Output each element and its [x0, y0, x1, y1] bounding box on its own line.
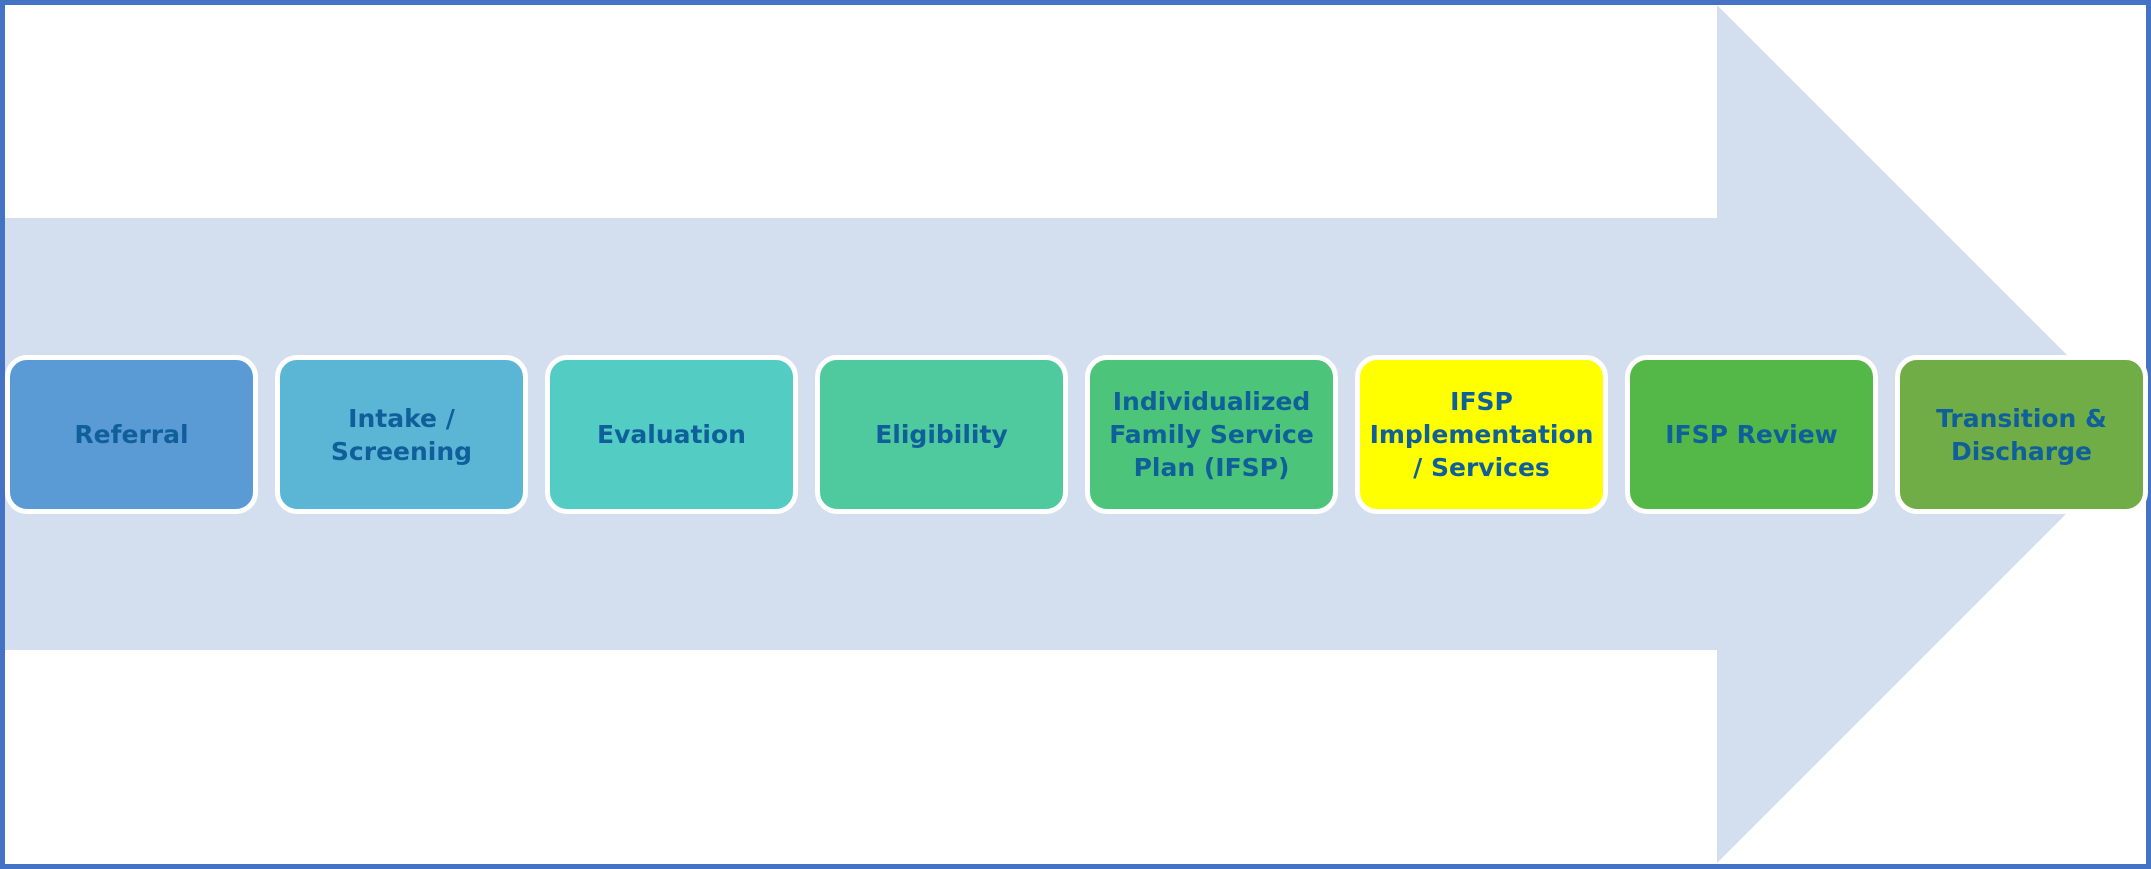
step-transition-discharge: Transition & Discharge	[1895, 355, 2148, 514]
step-ifsp-implementation: IFSP Implementation / Services	[1355, 355, 1608, 514]
step-label: Transition & Discharge	[1936, 403, 2107, 466]
step-label: Eligibility	[875, 420, 1008, 449]
step-ifsp-plan: Individualized Family Service Plan (IFSP…	[1085, 355, 1338, 514]
step-referral: Referral	[5, 355, 258, 514]
step-label: IFSP Review	[1665, 420, 1838, 449]
step-ifsp-review: IFSP Review	[1625, 355, 1878, 514]
arrow-shape	[5, 5, 2146, 863]
step-intake-screening: Intake / Screening	[275, 355, 528, 514]
step-label: Referral	[74, 420, 189, 449]
step-evaluation: Evaluation	[545, 355, 798, 514]
step-label: Evaluation	[597, 420, 746, 449]
step-label: Intake / Screening	[330, 403, 473, 466]
step-label: IFSP Implementation / Services	[1369, 387, 1594, 482]
step-eligibility: Eligibility	[815, 355, 1068, 514]
step-label: Individualized Family Service Plan (IFSP…	[1109, 387, 1314, 482]
